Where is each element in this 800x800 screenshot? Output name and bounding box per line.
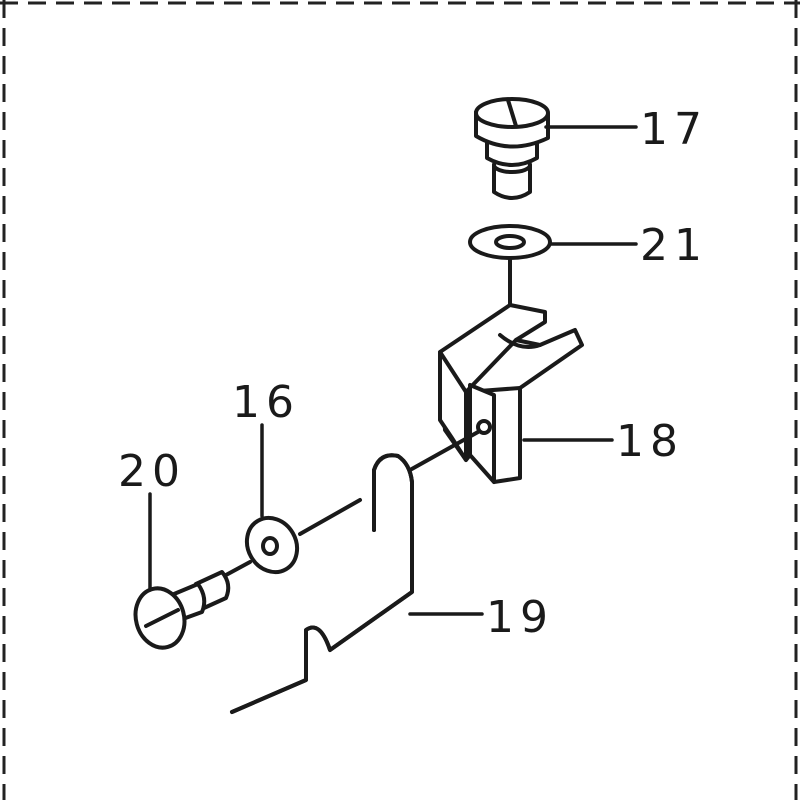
assembly-axis-lower xyxy=(408,430,480,472)
part-19-wire-guide xyxy=(230,453,414,714)
callout-label-16: 16 xyxy=(232,377,300,428)
part-20-screw xyxy=(133,570,231,650)
callout-label-17: 17 xyxy=(640,104,708,155)
part-17-screw xyxy=(474,97,550,200)
callout-label-20: 20 xyxy=(118,446,186,497)
part-18-bracket xyxy=(438,303,584,484)
assembly-axis-lower-3 xyxy=(224,560,252,577)
callout-label-19: 19 xyxy=(486,592,554,643)
callout-label-21: 21 xyxy=(640,220,708,271)
callout-label-18: 18 xyxy=(616,416,684,467)
assembly-axis-lower-2 xyxy=(298,498,362,536)
part-16-washer xyxy=(244,515,300,575)
part-21-washer xyxy=(468,224,552,260)
